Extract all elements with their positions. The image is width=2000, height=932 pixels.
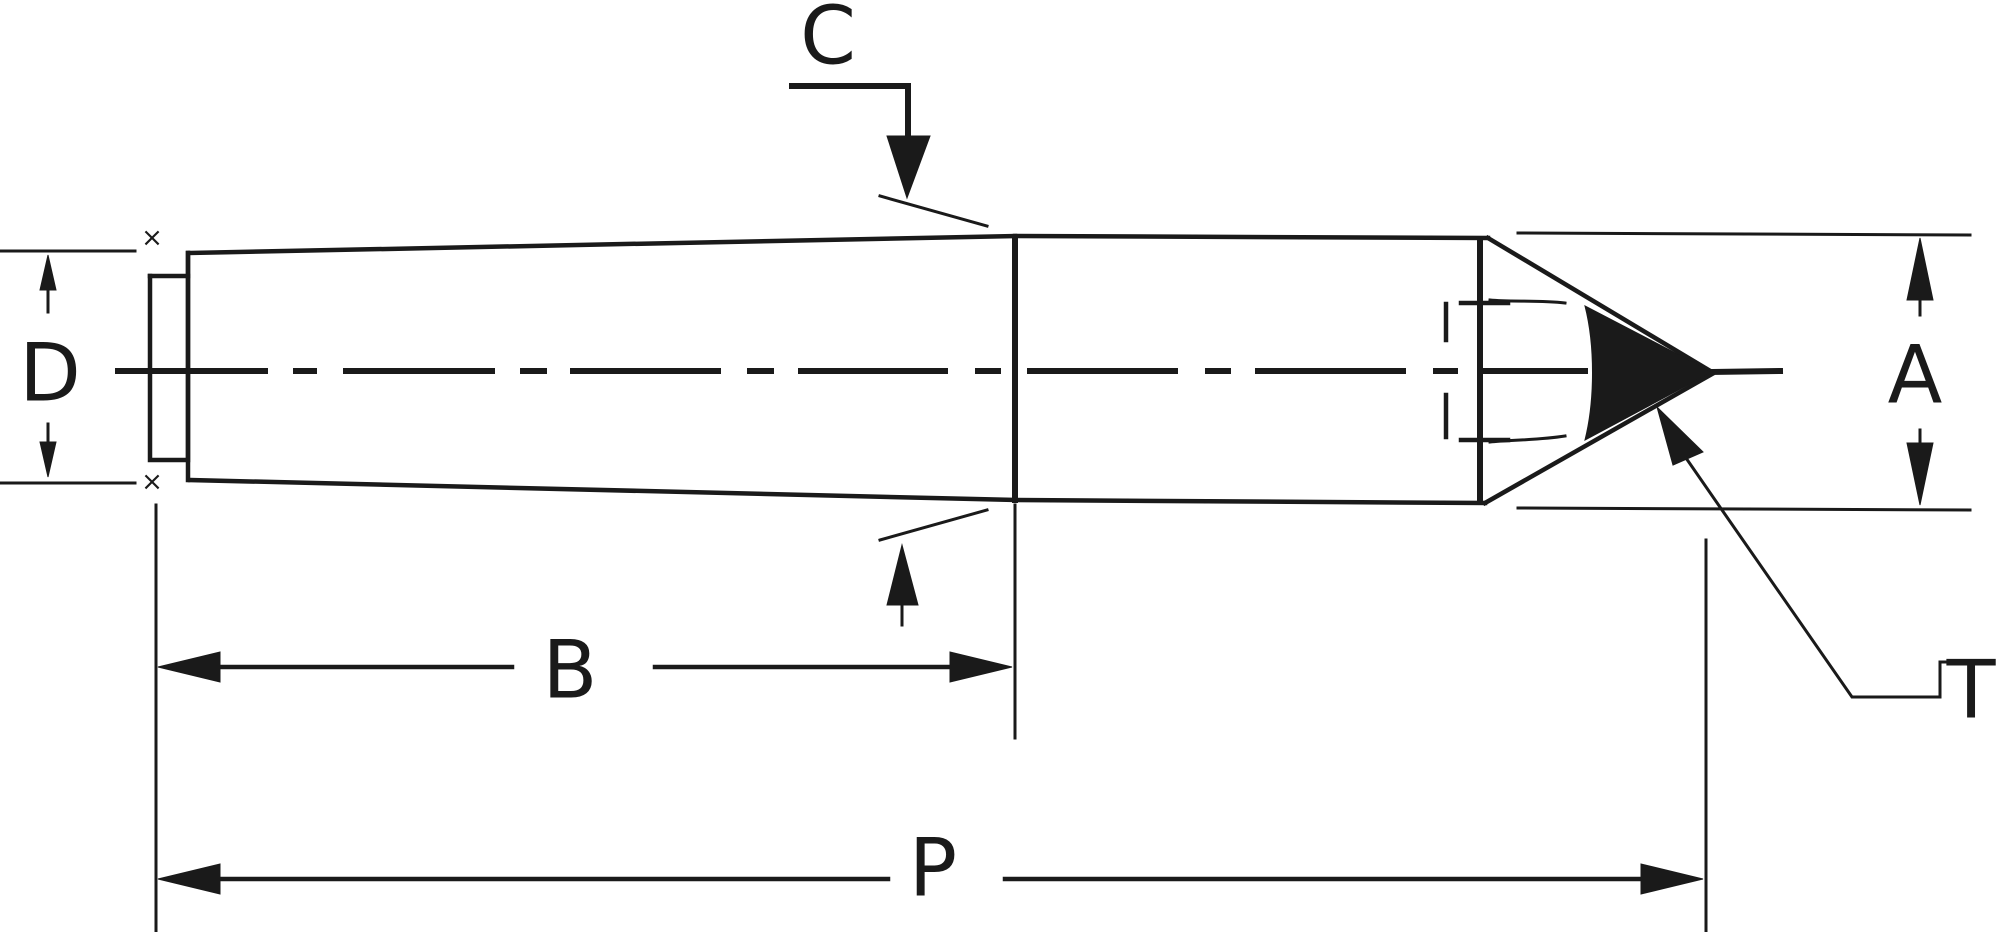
dimension-d: D × × [0, 223, 163, 497]
label-d: D [19, 327, 81, 420]
dimension-b: B [154, 503, 1017, 932]
point-tip-fill [1584, 305, 1714, 441]
d-tick-mark-bottom-icon: × [141, 467, 163, 497]
label-p: P [909, 822, 957, 915]
d-tick-mark-top-icon: × [141, 223, 163, 253]
tool-point [1443, 234, 1784, 507]
dimension-p: P [157, 538, 1708, 932]
label-b: B [543, 624, 598, 717]
label-t: T [1946, 644, 1997, 737]
label-a: A [1888, 329, 1943, 422]
label-c: C [800, 0, 856, 83]
dimension-a: A [1516, 231, 1972, 512]
dimension-t: T [1656, 405, 1997, 737]
dimension-c: C [789, 0, 989, 627]
